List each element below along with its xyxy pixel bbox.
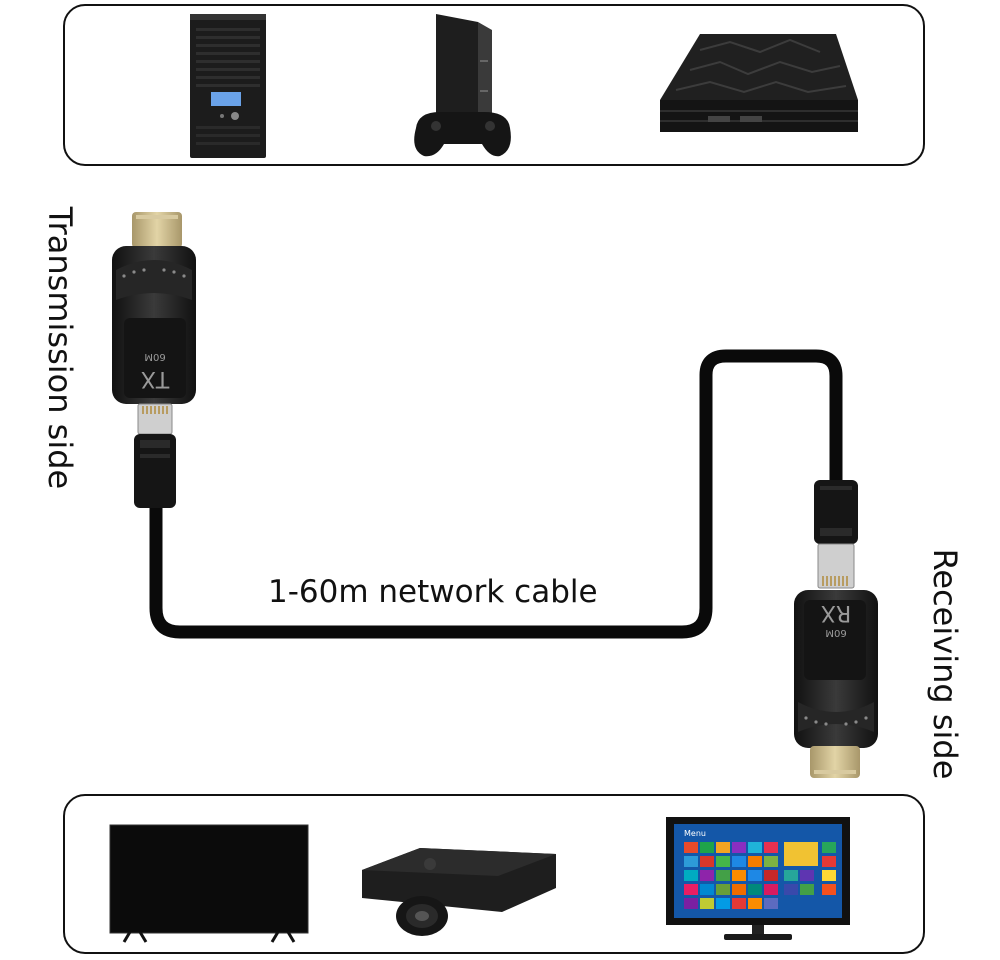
monitor-icon: Menu <box>666 817 850 940</box>
television-icon <box>109 824 309 943</box>
transmission-side-label: Transmission side <box>41 206 79 490</box>
monitor-screen-title: Menu <box>684 829 706 838</box>
receiving-side-label: Receiving side <box>926 548 964 780</box>
desktop-pc-icon <box>190 14 266 158</box>
tx-rj45-plug <box>134 403 176 508</box>
tx-unit-code: TX <box>141 366 171 391</box>
projector-icon <box>362 848 556 936</box>
rx-adapter: RX 60M <box>794 590 878 778</box>
rx-unit-sub: 60M <box>825 627 846 638</box>
network-cable <box>149 349 843 639</box>
rx-unit-code: RX <box>821 600 851 625</box>
tx-adapter: TX 60M <box>112 212 196 404</box>
tx-unit-sub: 60M <box>144 351 165 362</box>
rx-rj45-plug <box>814 480 858 589</box>
game-console-icon <box>414 14 511 157</box>
monitor-tiles <box>684 842 836 909</box>
cable-length-label: 1-60m network cable <box>268 574 598 610</box>
tv-box-icon <box>660 34 858 132</box>
